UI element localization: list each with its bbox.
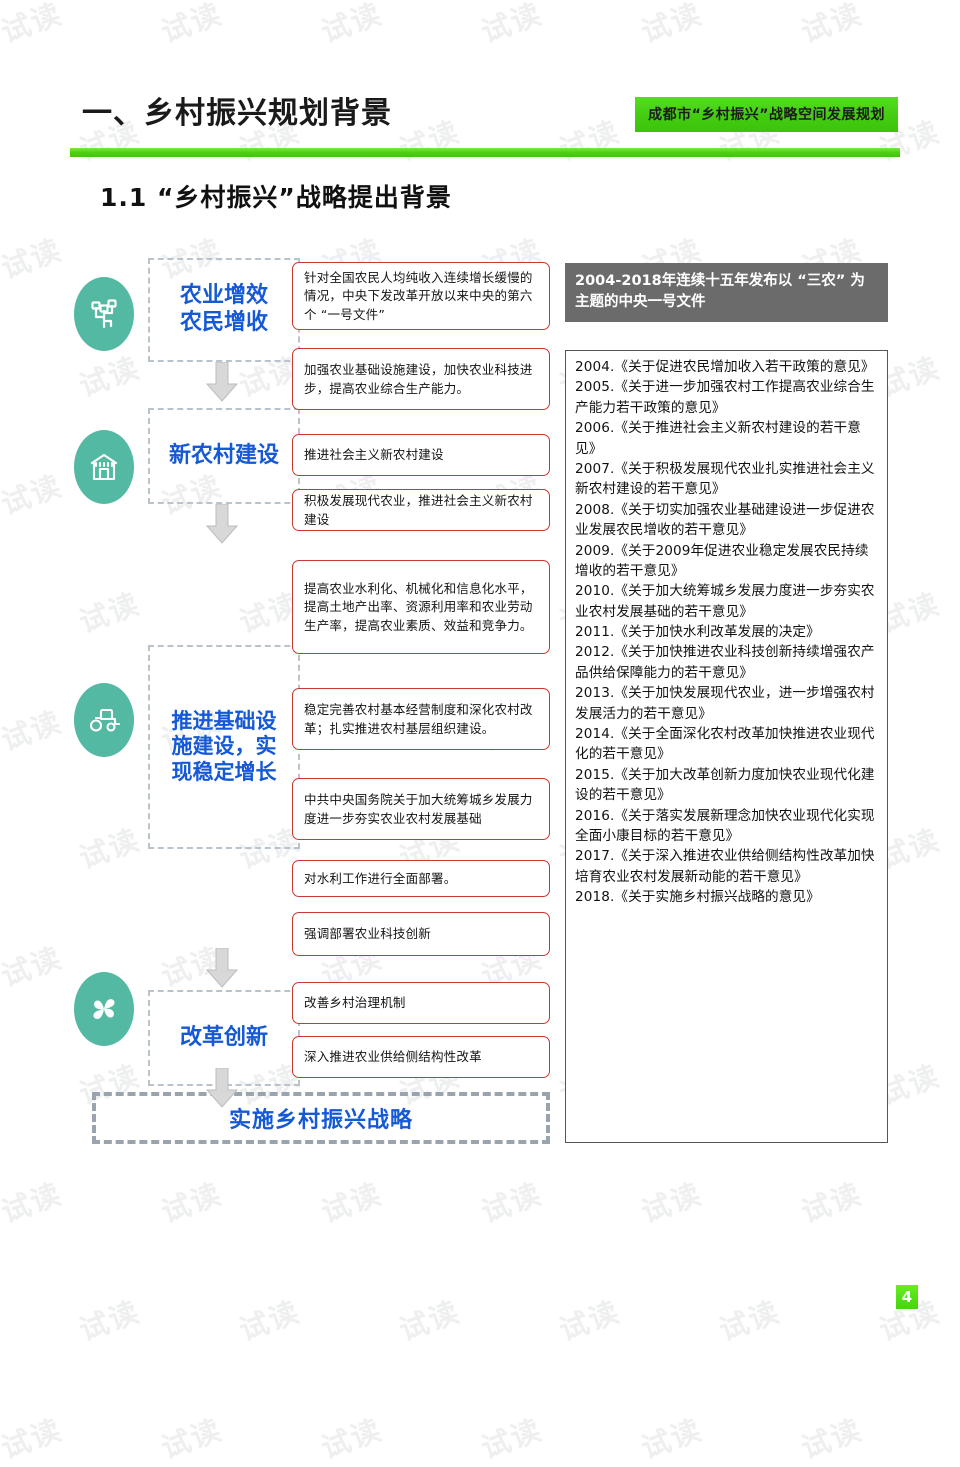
tractor-icon bbox=[74, 683, 134, 757]
detail-box-text: 中共中央国务院关于加大统筹城乡发展力度进一步夯实农业农村发展基础 bbox=[304, 792, 533, 826]
policy-list: 2004.《关于促进农民增加收入若干政策的意见》 2005.《关于进一步加强农村工… bbox=[565, 350, 888, 1143]
watermark-text: 试读 bbox=[476, 1412, 547, 1466]
plant-network-icon bbox=[74, 277, 134, 351]
detail-box-text: 推进社会主义新农村建设 bbox=[304, 447, 444, 463]
detail-box-text: 积极发展现代农业，推进社会主义新农村建设 bbox=[304, 493, 533, 527]
policy-list-item: 2010.《关于加大统筹城乡发展力度进一步夯实农业农村发展基础的若干意见》 bbox=[575, 583, 875, 620]
detail-box: 推进社会主义新农村建设 bbox=[292, 434, 550, 476]
watermark-text: 试读 bbox=[796, 1412, 867, 1466]
flow-result-banner: 实施乡村振兴战略 bbox=[92, 1092, 550, 1144]
flow-arrow-4 bbox=[205, 1068, 239, 1108]
detail-box-text: 对水利工作进行全面部署。 bbox=[304, 870, 457, 886]
flow-result-text: 实施乡村振兴战略 bbox=[228, 1108, 413, 1133]
watermark-text: 试读 bbox=[636, 1412, 707, 1466]
detail-box-text: 加强农业基础设施建设，加快农业科技进步，提高农业综合生产能力。 bbox=[304, 362, 533, 396]
flow-arrow-3 bbox=[205, 948, 239, 988]
detail-box-text: 针对全国农民人均纯收入连续增长缓慢的情况，中央下发改革开放以来中央的第六个 “一… bbox=[304, 270, 533, 322]
policy-list-item: 2008.《关于切实加强农业基础建设进一步促进农业发展农民增收的若干意见》 bbox=[575, 501, 875, 539]
detail-box-text: 改善乡村治理机制 bbox=[304, 995, 406, 1011]
header-divider bbox=[70, 148, 900, 157]
detail-box: 提高农业水利化、机械化和信息化水平，提高土地产出率、资源利用率和农业劳动生产率，… bbox=[292, 560, 550, 654]
policy-list-item: 2011.《关于加快水利改革发展的决定》 bbox=[575, 624, 820, 641]
detail-box: 稳定完善农村基本经营制度和深化农村改革；扎实推进农村基层组织建设。 bbox=[292, 688, 550, 750]
stage-label-4: 改革创新 bbox=[179, 1024, 268, 1050]
policy-list-item: 2018.《关于实施乡村振兴战略的意见》 bbox=[575, 889, 820, 906]
policy-list-item: 2017.《关于深入推进农业供给侧结构性改革加快培育农业农村发展新动能的若干意见… bbox=[575, 848, 875, 885]
policy-list-title: 2004-2018年连续十五年发布以 “三农” 为主题的中央一号文件 bbox=[565, 263, 888, 323]
page-header: 一、乡村振兴规划背景 成都市“乡村振兴”战略空间发展规划 bbox=[0, 0, 960, 160]
watermark-text: 试读 bbox=[156, 1412, 227, 1466]
policy-list-item: 2005.《关于进一步加强农村工作提高农业综合生产能力若干政策的意见》 bbox=[575, 379, 875, 416]
detail-box-text: 稳定完善农村基本经营制度和深化农村改革；扎实推进农村基层组织建设。 bbox=[304, 702, 533, 736]
policy-list-item: 2007.《关于积极发展现代农业扎实推进社会主义新农村建设的若干意见》 bbox=[575, 460, 875, 498]
flow-arrow-1 bbox=[205, 362, 239, 402]
detail-box-text: 深入推进农业供给侧结构性改革 bbox=[304, 1049, 482, 1065]
policy-list-item: 2006.《关于推进社会主义新农村建设的若干意见》 bbox=[575, 420, 861, 457]
detail-box: 对水利工作进行全面部署。 bbox=[292, 860, 550, 897]
clover-icon bbox=[74, 972, 134, 1046]
village-house-icon bbox=[74, 430, 134, 504]
policy-list-item: 2013.《关于加快发展现代农业，进一步增强农村发展活力的若干意见》 bbox=[575, 685, 875, 722]
project-badge: 成都市“乡村振兴”战略空间发展规划 bbox=[635, 97, 898, 132]
stage-label-2: 新农村建设 bbox=[168, 442, 279, 468]
watermark-text: 试读 bbox=[0, 1412, 67, 1466]
section-subtitle: 1.1 “乡村振兴”战略提出背景 bbox=[100, 183, 452, 212]
page-number-badge: 4 bbox=[896, 1285, 918, 1309]
flow-arrow-2 bbox=[205, 504, 239, 544]
detail-box: 中共中央国务院关于加大统筹城乡发展力度进一步夯实农业农村发展基础 bbox=[292, 778, 550, 840]
stage-box-3: 推进基础设施建设，实现稳定增长 bbox=[148, 645, 300, 849]
policy-list-item: 2004.《关于促进农民增加收入若干政策的意见》 bbox=[575, 359, 875, 375]
policy-list-item: 2012.《关于加快推进农业科技创新持续增强农产品供给保障能力的若干意见》 bbox=[575, 644, 875, 681]
watermark-text: 试读 bbox=[316, 1412, 387, 1466]
stage-label-1: 农业增效农民增收 bbox=[179, 283, 268, 335]
page-title: 一、乡村振兴规划背景 bbox=[82, 96, 392, 131]
policy-list-item: 2014.《关于全面深化农村改革加快推进农业现代化的若干意见》 bbox=[575, 726, 875, 763]
detail-box: 改善乡村治理机制 bbox=[292, 982, 550, 1024]
detail-box-text: 提高农业水利化、机械化和信息化水平，提高土地产出率、资源利用率和农业劳动生产率，… bbox=[304, 581, 533, 633]
detail-box: 针对全国农民人均纯收入连续增长缓慢的情况，中央下发改革开放以来中央的第六个 “一… bbox=[292, 262, 550, 330]
stage-box-1: 农业增效农民增收 bbox=[148, 258, 300, 362]
stage-box-2: 新农村建设 bbox=[148, 408, 300, 504]
policy-list-item: 2009.《关于2009年促进农业稳定发展农民持续增收的若干意见》 bbox=[575, 542, 869, 579]
detail-box: 深入推进农业供给侧结构性改革 bbox=[292, 1036, 550, 1078]
detail-box-text: 强调部署农业科技创新 bbox=[304, 926, 432, 942]
watermark-text: 试读 bbox=[956, 1412, 960, 1466]
detail-box: 加强农业基础设施建设，加快农业科技进步，提高农业综合生产能力。 bbox=[292, 348, 550, 410]
stage-label-3: 推进基础设施建设，实现稳定增长 bbox=[171, 708, 277, 784]
policy-list-item: 2016.《关于落实发展新理念加快农业现代化实现全面小康目标的若干意见》 bbox=[575, 807, 875, 844]
detail-box: 强调部署农业科技创新 bbox=[292, 912, 550, 956]
policy-list-item: 2015.《关于加大改革创新力度加快农业现代化建设的若干意见》 bbox=[575, 766, 875, 804]
detail-box: 积极发展现代农业，推进社会主义新农村建设 bbox=[292, 489, 550, 531]
